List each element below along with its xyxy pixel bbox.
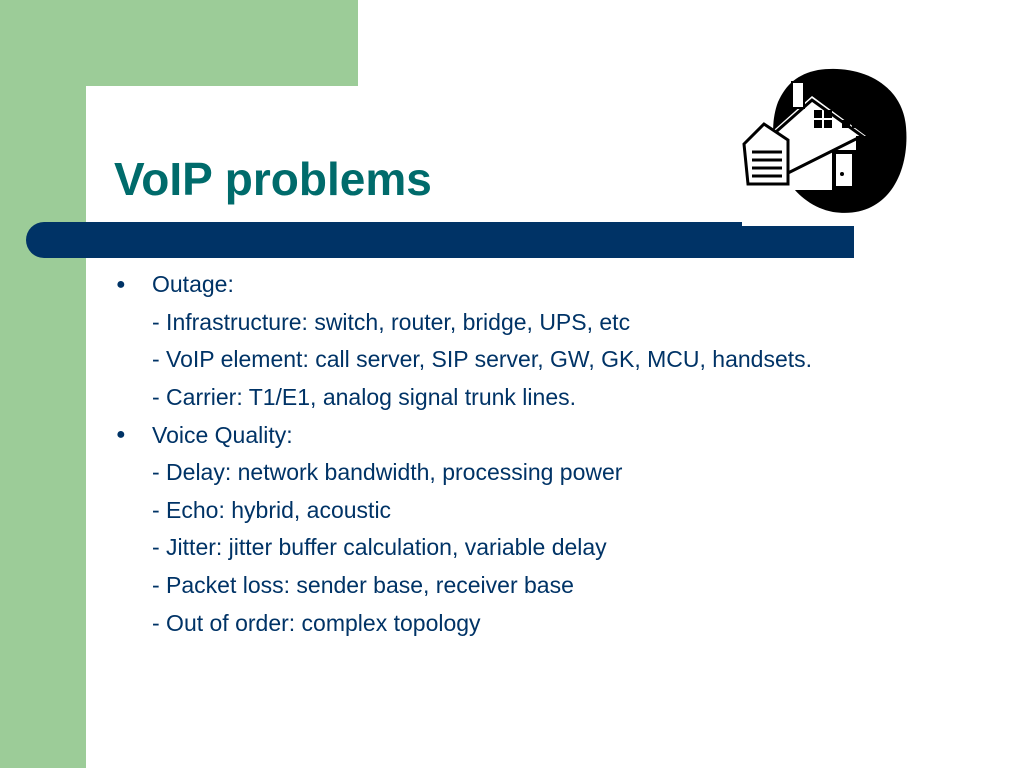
green-top-band [86,0,358,86]
house-icon [742,68,907,213]
green-side-band [0,0,86,768]
sub-item: - Jitter: jitter buffer calculation, var… [152,534,607,561]
sub-item: - Infrastructure: switch, router, bridge… [152,308,631,335]
sub-item: - Carrier: T1/E1, analog signal trunk li… [152,384,576,411]
sub-item: - Out of order: complex topology [152,609,481,636]
bullet-label: Outage: [152,271,234,298]
bullet-dot: ● [116,275,126,293]
bullet-dot: ● [116,426,126,444]
bullet-outage: ● Outage: [110,266,1010,304]
bullet-list: ● Outage: - Infrastructure: switch, rout… [110,266,1010,642]
bullet-voice-quality: ● Voice Quality: [110,416,1010,454]
title-underline-bar [26,222,854,258]
slide-title: VoIP problems [114,153,432,205]
logo-mask [742,218,854,226]
sub-item: - Echo: hybrid, acoustic [152,496,392,523]
bullet-label: Voice Quality: [152,421,293,448]
sub-item: - Packet loss: sender base, receiver bas… [152,572,574,599]
sub-item: - Delay: network bandwidth, processing p… [152,459,623,486]
sub-item: - VoIP element: call server, SIP server,… [152,346,813,373]
